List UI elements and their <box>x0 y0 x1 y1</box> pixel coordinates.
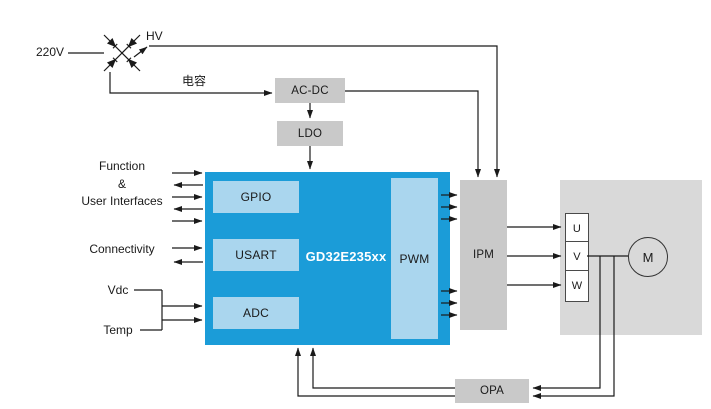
pwm-block: PWM <box>391 178 438 339</box>
line-acdc-to-ipm <box>345 90 481 178</box>
power-lines <box>68 45 500 178</box>
usart-block: USART <box>213 239 299 271</box>
line-bridge-to-hv <box>133 46 148 58</box>
mains-voltage-label: 220V <box>36 45 65 59</box>
function-label-line1: Function <box>98 159 146 173</box>
phase-v-terminal: V <box>565 241 589 273</box>
capacitor-label: 电容 <box>182 74 207 88</box>
gpio-block: GPIO <box>213 181 299 213</box>
motor-symbol: M <box>628 237 668 277</box>
opa-to-adc-line-2 <box>295 347 455 397</box>
bridge-rectifier-icon <box>103 34 141 72</box>
mcu-block: GPIO USART ADC PWM GD32E235xx <box>205 172 450 345</box>
temp-label: Temp <box>103 323 133 337</box>
line-hv-to-ipm <box>149 45 500 178</box>
mcu-part-number: GD32E235xx <box>305 249 387 264</box>
opa-to-adc-line-1 <box>310 347 455 389</box>
connectivity-label: Connectivity <box>89 242 155 256</box>
opa-block: OPA <box>455 379 529 403</box>
function-label-line2: & <box>117 177 126 191</box>
phase-u-terminal: U <box>565 213 589 244</box>
phase-w-terminal: W <box>565 270 589 302</box>
function-label-line3: User Interfaces <box>81 194 163 208</box>
ipm-block: IPM <box>460 180 507 330</box>
vdc-label: Vdc <box>107 283 129 297</box>
hv-label: HV <box>146 29 163 43</box>
adc-block: ADC <box>213 297 299 329</box>
acdc-block: AC-DC <box>275 78 345 103</box>
ldo-block: LDO <box>277 121 343 146</box>
